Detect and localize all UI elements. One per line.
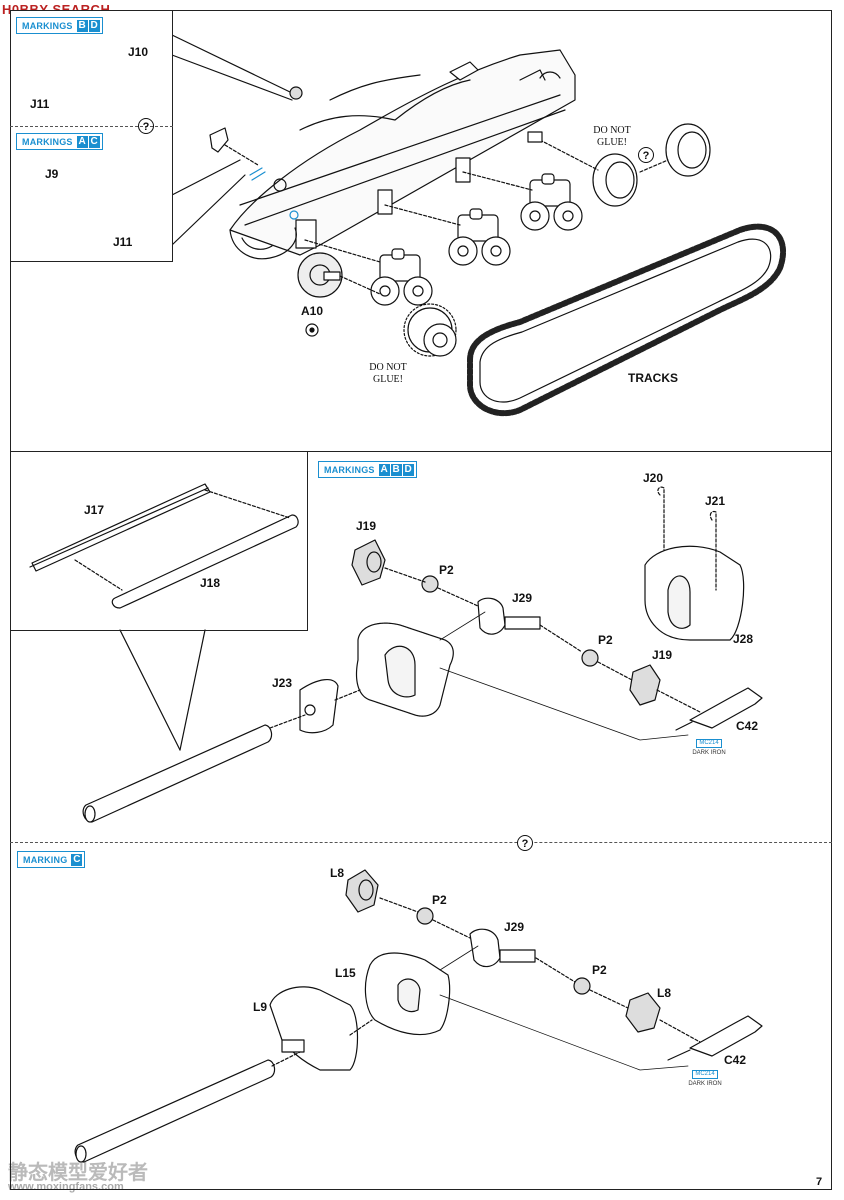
markings-badge-bd: MARKINGS B D [16, 17, 103, 34]
bogie-units [370, 173, 583, 306]
part-label-j10: J10 [128, 45, 149, 59]
markings-label: MARKING [23, 854, 68, 865]
markings-label: MARKINGS [324, 464, 375, 475]
marking-letter: B [390, 463, 402, 476]
inset-divider [10, 126, 173, 127]
part-label-j29: J29 [504, 920, 525, 934]
paint-code: MC214 [696, 739, 722, 748]
part-label-l15: L15 [335, 966, 356, 980]
paint-code: MC214 [692, 1070, 718, 1079]
drive-sprocket [297, 252, 457, 357]
do-not-glue-note: DO NOT GLUE! [593, 125, 631, 148]
part-label-j18: J18 [200, 576, 221, 590]
part-label-p2: P2 [439, 563, 454, 577]
part-label-l9: L9 [253, 1000, 268, 1014]
marking-letter: A [378, 463, 390, 476]
paint-callout: MC214 DARK IRON [684, 1062, 726, 1088]
marking-letter: D [88, 19, 100, 32]
part-label-j28: J28 [733, 632, 754, 646]
part-label-p2: P2 [592, 963, 607, 977]
do-not-glue-note: DO NOT GLUE! [369, 362, 407, 385]
question-mark-icon: ? [638, 147, 654, 163]
part-label-j11: J11 [113, 235, 133, 249]
section-divider-1 [10, 451, 832, 452]
part-label-l8: L8 [657, 986, 672, 1000]
markings-badge-c: MARKING C [17, 851, 86, 868]
markings-label: MARKINGS [22, 20, 73, 31]
part-label-j17: J17 [84, 503, 105, 517]
markings-badge-abd: MARKINGS A B D [318, 461, 417, 478]
marking-letter: D [402, 463, 414, 476]
question-mark-icon: ? [138, 118, 154, 134]
hull-drawing [229, 49, 576, 260]
rod-drawing [29, 483, 299, 609]
marking-letter: A [76, 135, 88, 148]
paint-name: DARK IRON [692, 750, 726, 756]
paint-callout: MC214 DARK IRON [688, 731, 730, 757]
part-label-j19: J19 [652, 648, 673, 662]
question-mark-icon: ? [517, 835, 533, 851]
paint-name: DARK IRON [688, 1081, 722, 1087]
idler-wheel [527, 123, 711, 207]
part-label-j19: J19 [356, 519, 377, 533]
part-label-j21: J21 [705, 494, 726, 508]
rod-inset-panel [10, 451, 308, 631]
markings-label: MARKINGS [22, 136, 73, 147]
markings-badge-ac: MARKINGS A C [16, 133, 103, 150]
part-label-l8: L8 [330, 866, 345, 880]
part-label-c42: C42 [736, 719, 759, 733]
track-loop [467, 223, 787, 417]
part-label-c42: C42 [724, 1053, 747, 1067]
part-label-j20: J20 [643, 471, 664, 485]
part-label-j9: J9 [45, 167, 59, 181]
watermark-bottom-cjk: 静态模型爱好者 [8, 1162, 148, 1184]
page-number: 7 [816, 1176, 823, 1188]
marking-letter: C [88, 135, 100, 148]
part-label-p2: P2 [432, 893, 447, 907]
part-label-j11: J11 [30, 97, 50, 111]
part-label-j29: J29 [512, 591, 533, 605]
marking-letter: B [76, 19, 88, 32]
part-label-a10: A10 [301, 304, 324, 318]
marking-letter: C [71, 853, 83, 866]
part-label-p2: P2 [598, 633, 613, 647]
part-label-j23: J23 [272, 676, 293, 690]
tracks-label: TRACKS [628, 371, 678, 385]
section-divider-2 [10, 842, 832, 843]
watermark-bottom-url: www.moxingfans.com [8, 1181, 124, 1193]
